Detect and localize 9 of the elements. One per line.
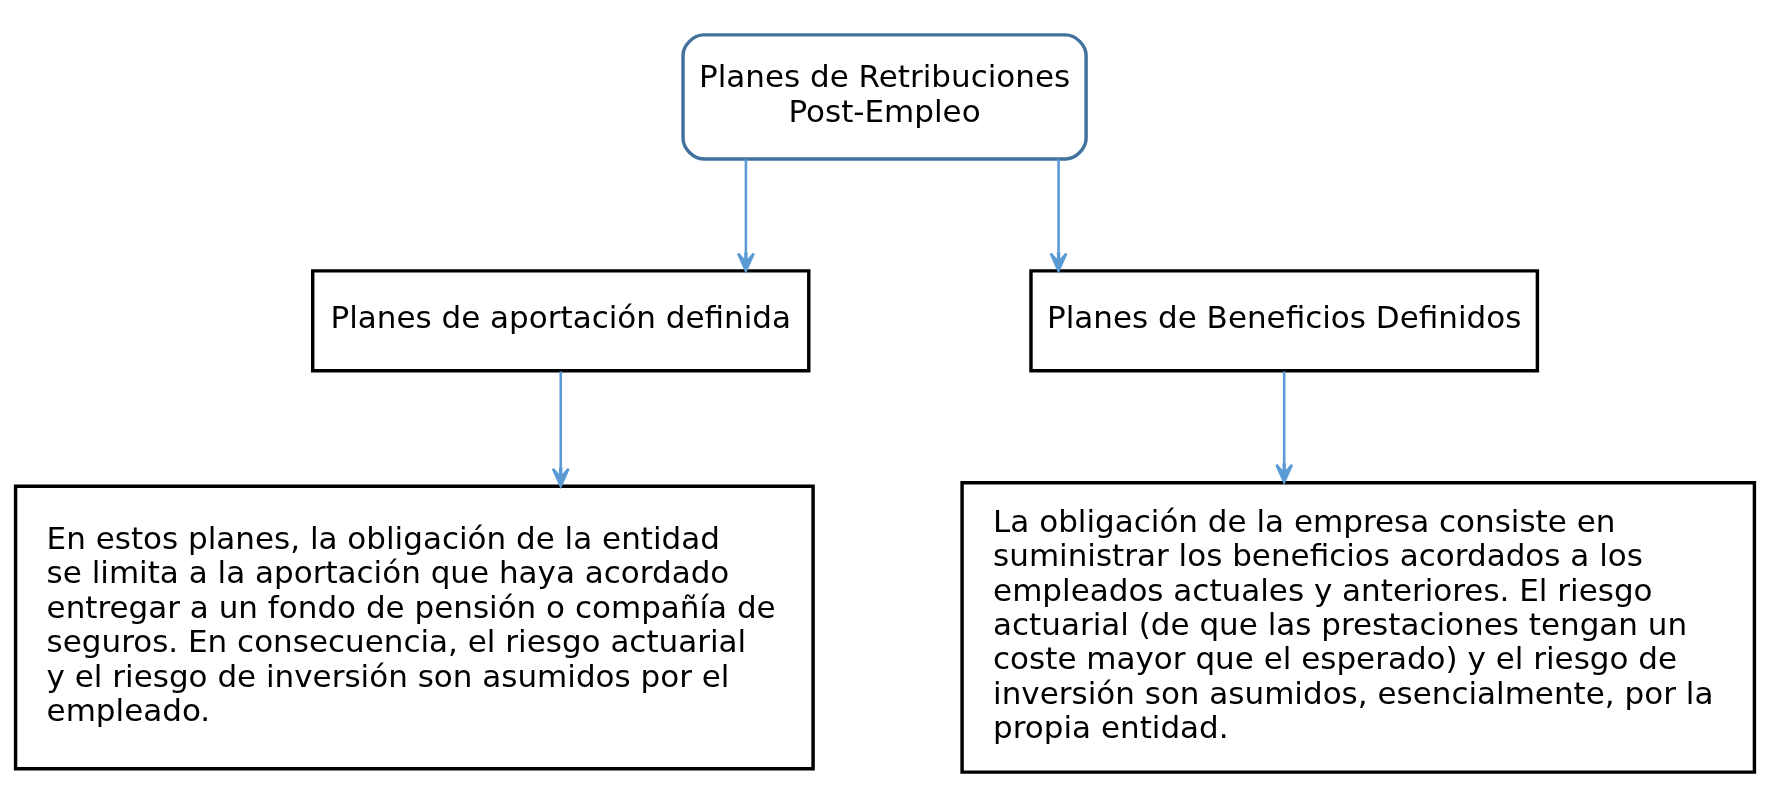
arrow bbox=[1049, 158, 1068, 272]
node-box: Planes de Retribuciones Post-Empleo bbox=[681, 32, 1088, 161]
arrow bbox=[1275, 370, 1294, 483]
node-box: En estos planes, la obligación de la entidad se limita a la aportación que haya acordado entregar a un fondo de pensión o compañía de seguros. En consecuencia, el riesgo actuarial y el riesgo de inversión son asumidos por el empleado. bbox=[13, 483, 815, 770]
node-box: Planes de Beneficios Definidos bbox=[1029, 268, 1540, 372]
arrow bbox=[551, 370, 570, 487]
node-box: La obligación de la empresa consiste en suministrar los beneficios acordados a los empleados actuales y anteriores. El riesgo actuarial (de que las prestaciones tengan un coste mayor que el esperado) y el riesgo de inversión son asumidos, esencialmente, por la propia entidad. bbox=[960, 480, 1757, 774]
node-box: Planes de aportación definida bbox=[311, 268, 811, 372]
arrow bbox=[736, 158, 755, 272]
